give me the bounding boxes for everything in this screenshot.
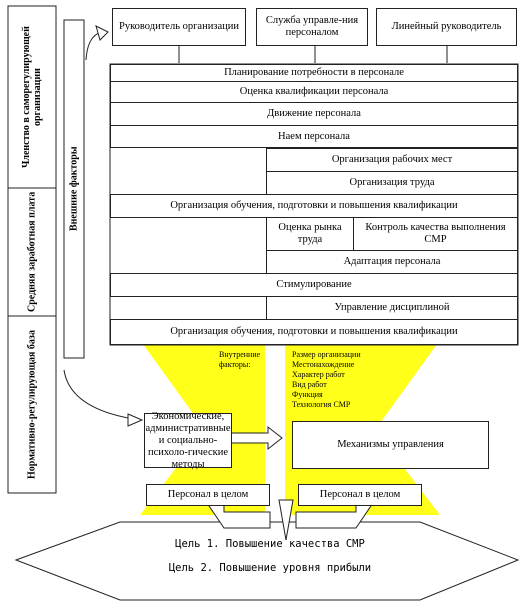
external-factors-label: Внешние факторы [68,146,80,232]
internal-item: Функция [292,390,323,399]
internal-item: Технология СМР [292,400,351,409]
left-factor-membership: Членство в саморегулирующей организации [21,26,43,168]
arrow-bottom-curve [63,369,141,421]
left-factor-salary: Средняя заработная плата [26,191,38,313]
fn-training-2: Организация обучения, подготовки и повыш… [110,319,518,345]
methods-box: Экономические, административные и социал… [144,410,232,470]
internal-item: Вид работ [292,380,327,389]
personnel-left: Персонал в целом [146,484,270,506]
fn-workplaces: Организация рабочих мест [266,148,518,172]
fn-quality-control: Контроль качества выполнения СМР [353,217,518,251]
center-down-arrow [278,499,294,541]
yellow-left-funnel [140,340,265,515]
source-org-head-label: Руководитель организации [119,21,239,32]
fn-movement: Движение персонала [110,102,518,126]
source-line-manager: Линейный руководитель [376,8,517,46]
source-org-head: Руководитель организации [112,8,246,46]
arrowhead-external-top [95,25,109,41]
external-factors-frame [63,19,85,359]
arrow-external-top [85,31,109,61]
internal-factors-title: Внутренние факторы: [219,350,261,369]
internal-item: Размер организации [292,350,361,359]
fn-training-1: Организация обучения, подготовки и повыш… [110,194,518,218]
personnel-right: Персонал в целом [298,484,422,506]
fn-planning: Планирование потребности в персонале [110,64,518,82]
internal-item: Местонахождение [292,360,355,369]
left-factors-frame [7,5,57,494]
left-factor-regulation: Нормативно-регулирующая база [26,330,38,479]
fn-hiring: Наем персонала [110,125,518,148]
goal-2: Цель 2. Повышение уровня прибыли [168,562,372,574]
fn-stimulation: Стимулирование [110,273,518,297]
source-line-manager-label: Линейный руководитель [391,21,502,32]
source-hr-service-label: Служба управле-ния персоналом [265,15,359,38]
methods-to-mechanisms-arrow [229,425,283,451]
goal-1: Цель 1. Повышение качества СМР [175,538,365,550]
fn-labor-org: Организация труда [266,171,518,195]
fn-adaptation: Адаптация персонала [266,250,518,274]
mechanisms-box: Механизмы управления [292,421,489,469]
fn-market-assessment: Оценка рынка труда [266,217,354,251]
internal-factors-list: Размер организации Местонахождение Харак… [292,350,402,410]
internal-item: Характер работ [292,370,345,379]
source-hr-service: Служба управле-ния персоналом [256,8,368,46]
fn-qual-assessment: Оценка квалификации персонала [110,81,518,103]
arrowhead-bottom-curve [127,413,144,427]
fn-discipline: Управление дисциплиной [266,296,518,320]
goals-shape [14,521,520,601]
